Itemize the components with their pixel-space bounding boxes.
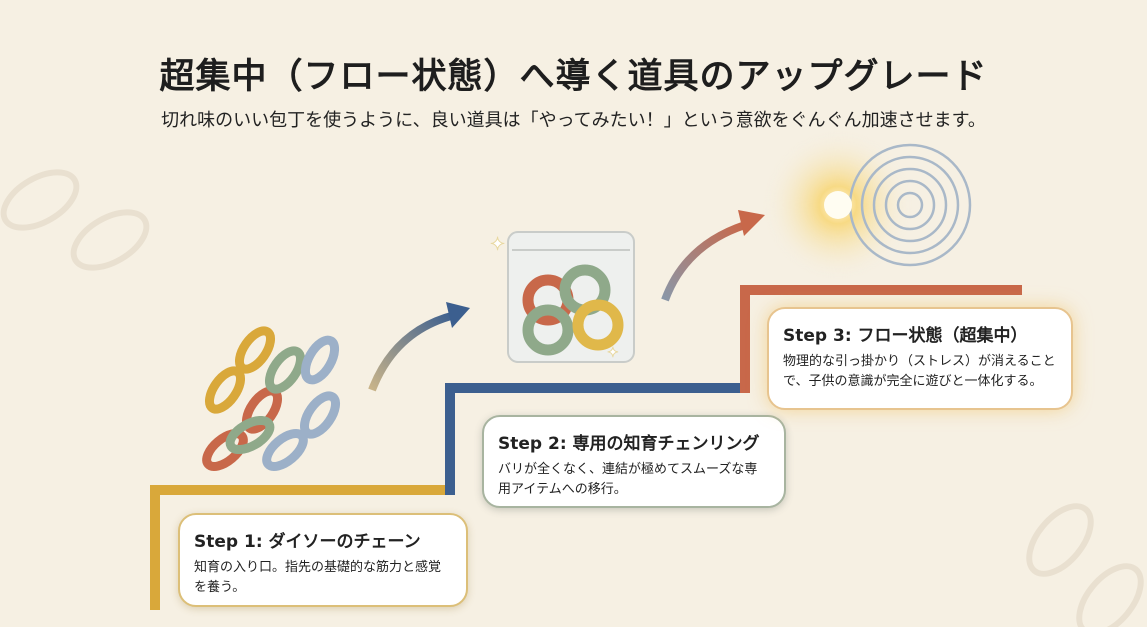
step3-description: 物理的な引っ掛かり（ストレス）が消えることで、子供の意識が完全に遊びと一体化する… [783,354,1056,389]
step2-description: バリが全くなく、連結が極めてスムーズな専用アイテムへの移行。 [498,462,758,497]
step3-title: Step 3: フロー状態（超集中） [783,326,1028,346]
flow-glow-icon [763,130,972,280]
svg-text:✦: ✦ [607,345,619,361]
step1-stair [150,485,450,610]
background-chain-decoration [0,169,1144,627]
page-subtitle: 切れ味のいい包丁を使うように、良い道具は「やってみたい！」という意欲をぐんぐん加… [161,110,986,131]
step1-title: Step 1: ダイソーのチェーン [194,532,421,552]
step1-description: 知育の入り口。指先の基礎的な筋力と感覚を養う。 [194,560,442,595]
step3-card: Step 3: フロー状態（超集中） 物理的な引っ掛かり（ストレス）が消えること… [767,307,1073,410]
chain-icon [202,326,341,471]
step3-stair [740,285,1022,393]
svg-text:✦: ✦ [490,234,505,255]
arrow-icon [368,311,456,392]
ring-bag-icon: ✦ ✦ [490,231,635,363]
step1-card: Step 1: ダイソーのチェーン 知育の入り口。指先の基礎的な筋力と感覚を養う… [178,513,468,607]
step2-stair [445,383,745,495]
page-title: 超集中（フロー状態）へ導く道具のアップグレード [159,56,988,97]
step2-title: Step 2: 専用の知育チェンリング [498,434,760,454]
arrow-icon [661,221,747,302]
step2-card: Step 2: 専用の知育チェンリング バリが全くなく、連結が極めてスムーズな専… [482,415,786,508]
